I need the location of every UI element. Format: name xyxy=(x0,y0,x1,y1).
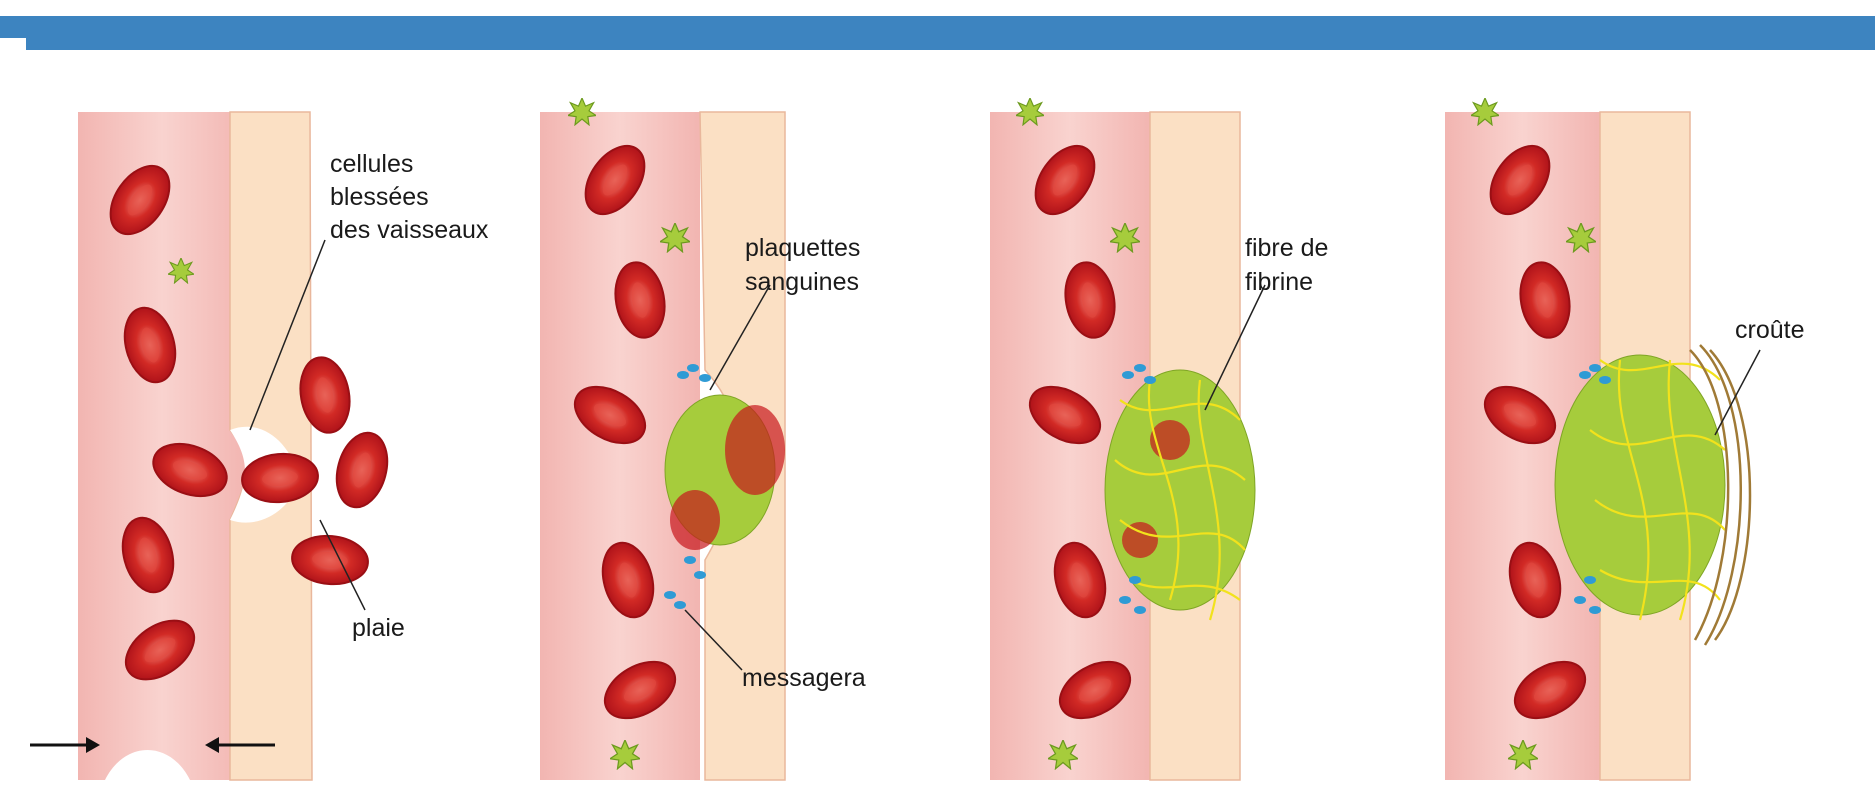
label-injured-cells-2: blessées xyxy=(330,183,429,211)
label-messengers: messagera xyxy=(742,664,866,692)
panel-4-scab: croûte xyxy=(1445,98,1804,780)
label-platelets-1: plaquettes xyxy=(745,234,860,262)
label-fibrin-2: fibrine xyxy=(1245,268,1313,296)
panel-2-platelets: plaquettes sanguines messagera xyxy=(540,98,866,780)
label-wound: plaie xyxy=(352,614,405,642)
label-fibrin-1: fibre de xyxy=(1245,234,1328,262)
vessel-1 xyxy=(78,112,247,780)
panel-1-injury: cellules blessées des vaisseaux plaie xyxy=(30,112,489,780)
label-scab: croûte xyxy=(1735,316,1804,344)
label-platelets-2: sanguines xyxy=(745,268,859,296)
leader-scab xyxy=(1715,350,1760,435)
red-cell xyxy=(329,427,395,513)
panel-3-fibrin: fibre de fibrine xyxy=(990,98,1328,780)
label-injured-cells-1: cellules xyxy=(330,150,413,178)
label-injured-cells-3: des vaisseaux xyxy=(330,216,489,244)
